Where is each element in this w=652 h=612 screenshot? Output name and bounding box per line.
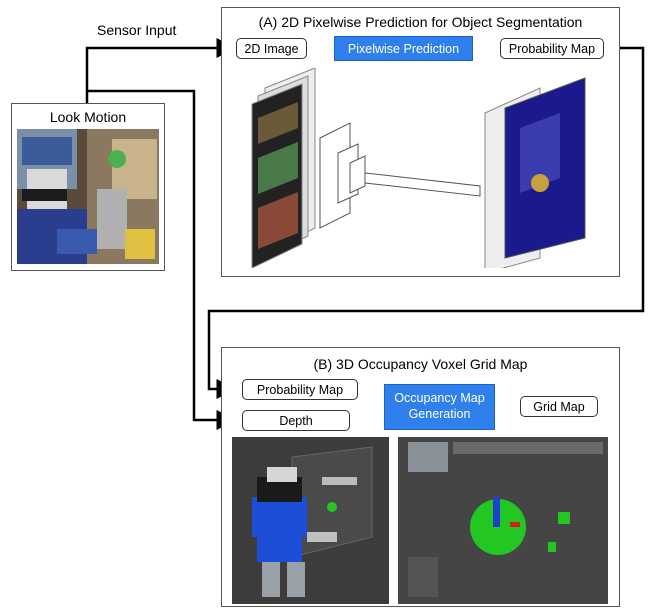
node-probability-map-a: Probability Map (500, 38, 604, 59)
node-occupancy-map-generation: Occupancy Map Generation (384, 384, 495, 430)
look-motion-title: Look Motion (49, 109, 127, 125)
node-depth: Depth (242, 410, 350, 431)
look-motion-panel: Look Motion (11, 103, 165, 271)
robot-camera-photo-icon (17, 129, 159, 264)
panel-b-title: (B) 3D Occupancy Voxel Grid Map (313, 356, 528, 372)
sensor-input-label: Sensor Input (97, 22, 177, 38)
cnn-illustration-icon (251, 68, 586, 268)
voxel-grid-render-icon (398, 437, 608, 604)
node-pixelwise-prediction: Pixelwise Prediction (334, 36, 473, 61)
node-probability-map-b: Probability Map (242, 379, 358, 400)
panel-a-title: (A) 2D Pixelwise Prediction for Object S… (258, 14, 583, 30)
node-2d-image: 2D Image (236, 38, 307, 59)
node-grid-map: Grid Map (520, 396, 598, 417)
robot-3d-render-icon (232, 437, 389, 604)
